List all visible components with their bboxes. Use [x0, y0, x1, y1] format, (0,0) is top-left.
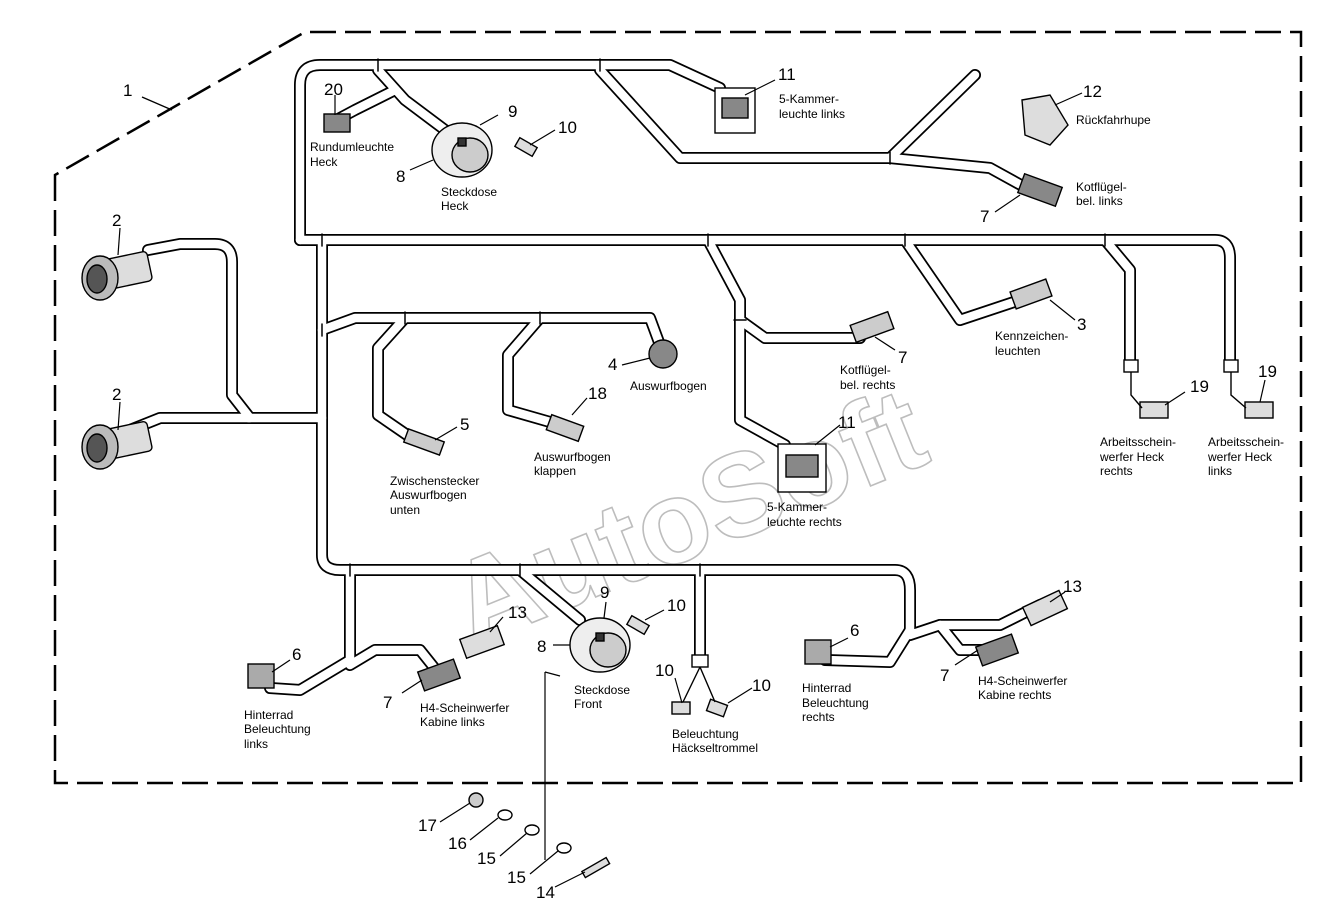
plug-19-icon [1244, 401, 1274, 419]
callout-11: 11 [778, 65, 796, 84]
callout-16: 16 [448, 834, 467, 853]
callout-19: 19 [1190, 377, 1209, 396]
socket-4-icon [648, 339, 678, 369]
plug-7-icon [1016, 172, 1064, 208]
plug-13-icon [458, 624, 506, 660]
leader-1 [141, 96, 173, 111]
plug-5-icon [402, 428, 446, 456]
label-kotfluegel-rechts: Kotflügel-bel. rechts [840, 363, 895, 392]
plug-20-icon [323, 113, 351, 133]
plug-icon [705, 698, 729, 718]
washer-icon [524, 824, 540, 836]
callout-10: 10 [667, 596, 686, 615]
round-connector-icon [81, 251, 153, 301]
callout-5: 5 [460, 415, 469, 434]
washer-icon [556, 842, 572, 854]
callout-13: 13 [508, 603, 527, 622]
callout-8: 8 [537, 637, 546, 656]
washer-icon [497, 809, 513, 821]
round-connector-icon [81, 421, 153, 470]
plug-7-icon [849, 310, 895, 344]
callout-19: 19 [1258, 362, 1277, 381]
callout-13: 13 [1063, 577, 1082, 596]
callout-2: 2 [112, 211, 121, 230]
callout-6: 6 [850, 621, 859, 640]
label-5-kammer-links: 5-Kammer-leuchte links [779, 92, 845, 121]
components [81, 87, 1274, 879]
callout-10: 10 [655, 661, 674, 680]
plug-7-icon [974, 633, 1020, 667]
plug-6-icon [804, 639, 832, 665]
label-rueckfahrhupe: Rückfahrhupe [1076, 113, 1151, 127]
horn-icon [1021, 94, 1069, 146]
plug-19-icon [1139, 401, 1169, 419]
callout-17: 17 [418, 816, 437, 835]
callout-18: 18 [588, 384, 607, 403]
callout-15: 15 [507, 868, 526, 887]
junction-icon [691, 654, 709, 668]
label-kotfluegel-links: Kotflügel-bel. links [1076, 180, 1127, 208]
plug-icon [671, 701, 691, 715]
plug-3-icon [1009, 278, 1053, 310]
plug-icon [513, 136, 539, 158]
callout-6: 6 [292, 645, 301, 664]
callout-7: 7 [980, 207, 989, 226]
callout-3: 3 [1077, 315, 1086, 334]
callout-7: 7 [898, 348, 907, 367]
callout-7: 7 [383, 693, 392, 712]
callout-4: 4 [608, 355, 617, 374]
callout-14: 14 [536, 883, 555, 902]
screw-icon [580, 856, 611, 879]
callout-10: 10 [752, 676, 771, 695]
label-kennzeichenleuchten: Kennzeichen-leuchten [995, 329, 1068, 358]
callout-2: 2 [112, 385, 121, 404]
callout-1: 1 [123, 81, 132, 100]
label-5-kammer-rechts: 5-Kammer-leuchte rechts [767, 500, 842, 529]
callout-numbers: 1 2 2 3 4 5 6 6 7 7 7 7 8 8 9 9 10 10 10… [112, 65, 1277, 902]
callout-7: 7 [940, 666, 949, 685]
callout-8: 8 [396, 167, 405, 186]
callout-10: 10 [558, 118, 577, 137]
assembly-boundary [53, 30, 1303, 785]
socket-front-icon [569, 617, 631, 673]
callout-9: 9 [508, 102, 517, 121]
plug-icon [625, 614, 651, 636]
callout-11: 11 [838, 413, 856, 432]
label-auswurfbogen: Auswurfbogen [630, 379, 707, 393]
leader-lines [117, 79, 1266, 888]
socket-heck-icon [431, 122, 493, 178]
plug-7-icon [416, 658, 462, 692]
callout-12: 12 [1083, 82, 1102, 101]
plug-18-icon [545, 413, 585, 443]
nut-icon [468, 792, 484, 808]
harness-bundles [124, 58, 1236, 696]
plug-13-icon [1021, 589, 1069, 627]
callout-9: 9 [600, 583, 609, 602]
callout-20: 20 [324, 80, 343, 99]
callout-15: 15 [477, 849, 496, 868]
plug-6-icon [247, 663, 275, 689]
